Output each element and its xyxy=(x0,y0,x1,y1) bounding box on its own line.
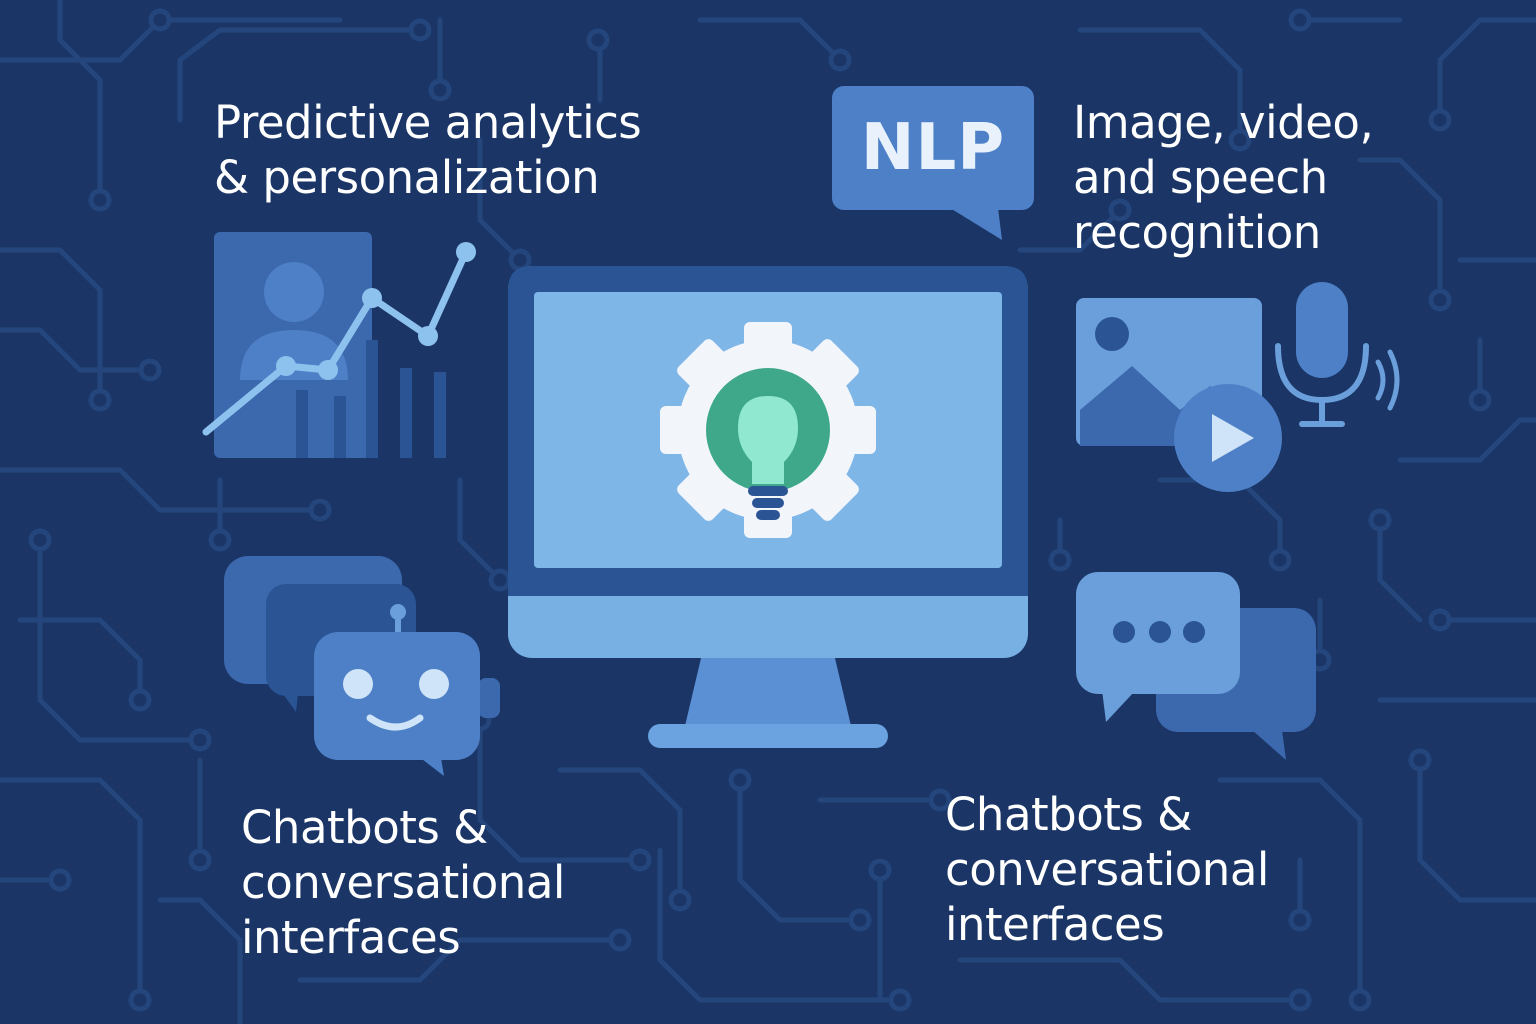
nlp-label: NLP xyxy=(860,111,1006,185)
microphone-icon xyxy=(1275,282,1400,427)
label-line: Chatbots & xyxy=(241,801,488,854)
lightbulb-icon xyxy=(706,368,830,520)
play-icon xyxy=(1174,384,1282,492)
label-line: Image, video, xyxy=(1073,96,1374,149)
nlp-speech-bubble-icon xyxy=(832,86,1034,240)
chatbots-label-right: Chatbots & conversational interfaces xyxy=(945,787,1269,952)
label-line: conversational xyxy=(241,856,565,909)
label-line: and speech xyxy=(1073,151,1328,204)
typing-chat-bubbles-icon xyxy=(1076,572,1316,760)
label-line: interfaces xyxy=(241,911,461,964)
robot-chatbot-icon xyxy=(314,604,500,776)
label-line: interfaces xyxy=(945,898,1165,951)
label-line: Predictive analytics xyxy=(214,96,642,149)
label-line: recognition xyxy=(1073,206,1321,259)
label-line: Chatbots & xyxy=(945,788,1192,841)
predictive-analytics-label: Predictive analytics & personalization xyxy=(214,95,642,205)
label-line: conversational xyxy=(945,843,1269,896)
label-line: & personalization xyxy=(214,151,600,204)
image-video-speech-label: Image, video, and speech recognition xyxy=(1073,95,1374,260)
profile-chart-icon xyxy=(202,232,476,458)
circuit-nodes xyxy=(28,8,1492,1012)
chatbots-label-left: Chatbots & conversational interfaces xyxy=(241,800,565,965)
